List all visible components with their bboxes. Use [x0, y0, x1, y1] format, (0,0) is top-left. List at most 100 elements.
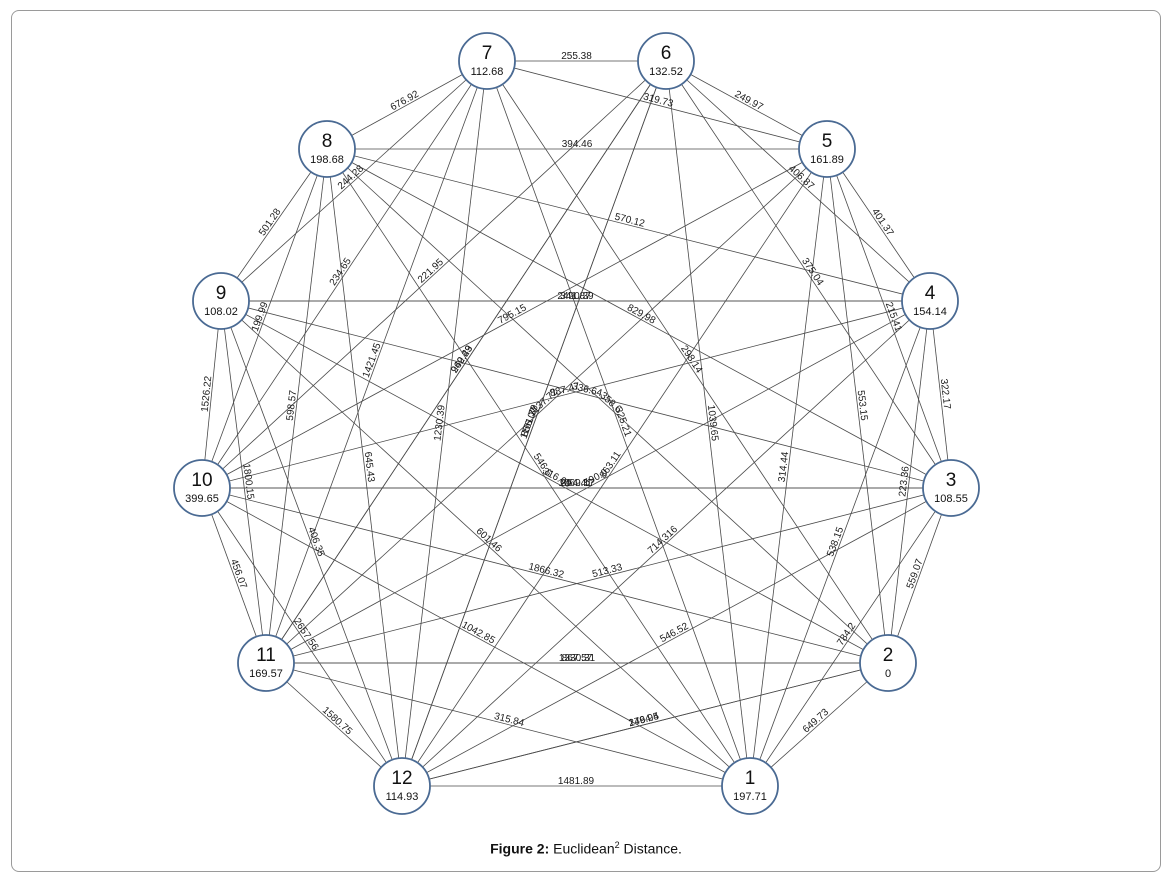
edge-4-3 [929, 300, 952, 489]
edge-8-3 [326, 148, 952, 489]
node-value: 0 [885, 668, 891, 680]
edge-label-11-1: 315.84 [493, 711, 526, 729]
edge-3-12 [401, 487, 952, 787]
edge-label-9-4: 341.87 [560, 291, 591, 302]
node-value: 114.93 [386, 791, 419, 803]
node-id: 11 [256, 645, 276, 666]
edge-label-11-12: 1580.75 [320, 705, 355, 738]
edge-7-5 [486, 60, 828, 150]
caption-text: Euclidean [553, 840, 615, 857]
edge-label-8-12: 645.43 [362, 451, 377, 483]
node-9: 9 108.02 [192, 272, 250, 330]
edge-9-11 [220, 300, 267, 664]
node-value: 197.71 [733, 791, 767, 803]
edge-4-10 [201, 300, 931, 489]
edge-label-10-11: 456.07 [228, 558, 249, 591]
node-id: 9 [216, 283, 227, 304]
figure-caption: Figure 2: Euclidean2 Distance. [12, 840, 1160, 857]
edge-label-5-2: 553.15 [855, 390, 870, 422]
edge-9-3 [220, 300, 952, 489]
edge-8-1 [326, 148, 751, 787]
edge-10-1 [201, 487, 751, 787]
node-circle [922, 459, 980, 517]
edge-label-5-12: 863.11 [598, 449, 624, 480]
edge-9-2 [220, 300, 889, 664]
edge-6-5 [665, 60, 828, 150]
edge-label-6-5: 249.97 [733, 89, 765, 114]
edge-label-9-11: 1800.15 [240, 463, 255, 501]
node-id: 2 [883, 645, 894, 666]
node-11: 11 169.57 [237, 634, 295, 692]
edge-8-9 [220, 148, 328, 302]
node-id: 4 [925, 283, 936, 304]
edge-label-7-1: 325.21 [612, 406, 633, 439]
node-circle [637, 32, 695, 90]
edge-label-4-1: 538.15 [825, 525, 846, 558]
edge-8-4 [326, 148, 931, 302]
edge-7-11 [265, 60, 488, 664]
node-6: 6 132.52 [637, 32, 695, 90]
edge-label-5-1: 314.44 [777, 451, 792, 483]
node-value: 399.65 [185, 493, 219, 505]
node-10: 10 399.65 [173, 459, 231, 517]
edge-9-12 [220, 300, 403, 787]
edge-label-6-1: 1039.65 [705, 404, 720, 442]
edge-10-9 [201, 300, 222, 489]
node-1: 1 197.71 [721, 757, 779, 815]
edge-label-12-2: 1494.4 [628, 711, 661, 729]
edge-label-8-5: 394.46 [562, 139, 593, 150]
node-12: 12 114.93 [373, 757, 431, 815]
edge-label-9-1: 601.46 [474, 526, 504, 555]
edge-label-3-10: 854.41 [561, 478, 592, 489]
edge-3-1 [749, 487, 952, 787]
node-id: 12 [391, 768, 412, 789]
edge-label-10-3: 1069.17 [558, 478, 595, 489]
edge-label-7-8: 676.92 [389, 89, 421, 114]
node-id: 6 [661, 43, 672, 64]
edge-3-2 [887, 487, 952, 664]
edge-label-10-9: 1526.22 [200, 375, 215, 413]
edge-label-8-11: 598.57 [285, 389, 300, 421]
edge-11-6 [265, 60, 667, 664]
caption-text-end: Distance. [619, 840, 682, 857]
edge-label-2-1: 649.73 [801, 707, 831, 736]
edge-label-8-9: 501.28 [257, 206, 284, 238]
edge-12-6 [401, 60, 667, 787]
node-circle [373, 757, 431, 815]
edge-11-1 [265, 662, 751, 787]
caption-label: Figure 2: [490, 840, 550, 857]
node-value: 169.57 [249, 668, 283, 680]
edge-5-4 [826, 148, 931, 302]
edge-5-12 [401, 148, 828, 787]
edge-label-3-12: 546.52 [658, 621, 691, 645]
edge-label-7-12: 1230.39 [432, 404, 447, 442]
edge-4-12 [401, 300, 931, 787]
node-value: 198.68 [310, 154, 344, 166]
edge-label-11-2: 1330.31 [559, 653, 596, 664]
edge-8-10 [201, 148, 328, 489]
edge-7-8 [326, 60, 488, 150]
node-circle [798, 120, 856, 178]
edge-8-11 [265, 148, 328, 664]
edge-label-7-11: 1421.45 [361, 341, 384, 379]
node-id: 10 [191, 470, 212, 491]
edge-label-9-12: 406.35 [305, 526, 326, 559]
edge-label-3-11: 513.33 [591, 562, 624, 580]
node-value: 108.55 [934, 493, 968, 505]
edge-6-4 [665, 60, 931, 302]
node-circle [237, 634, 295, 692]
edge-6-10 [201, 60, 667, 489]
edge-7-9 [220, 60, 488, 302]
node-value: 161.89 [810, 154, 844, 166]
edge-5-11 [265, 148, 828, 664]
edge-label-6-3: 375.04 [799, 256, 825, 288]
node-id: 1 [745, 768, 756, 789]
edge-label-10-1: 1042.85 [460, 620, 497, 647]
node-value: 132.52 [649, 66, 683, 78]
node-value: 108.02 [204, 306, 238, 318]
